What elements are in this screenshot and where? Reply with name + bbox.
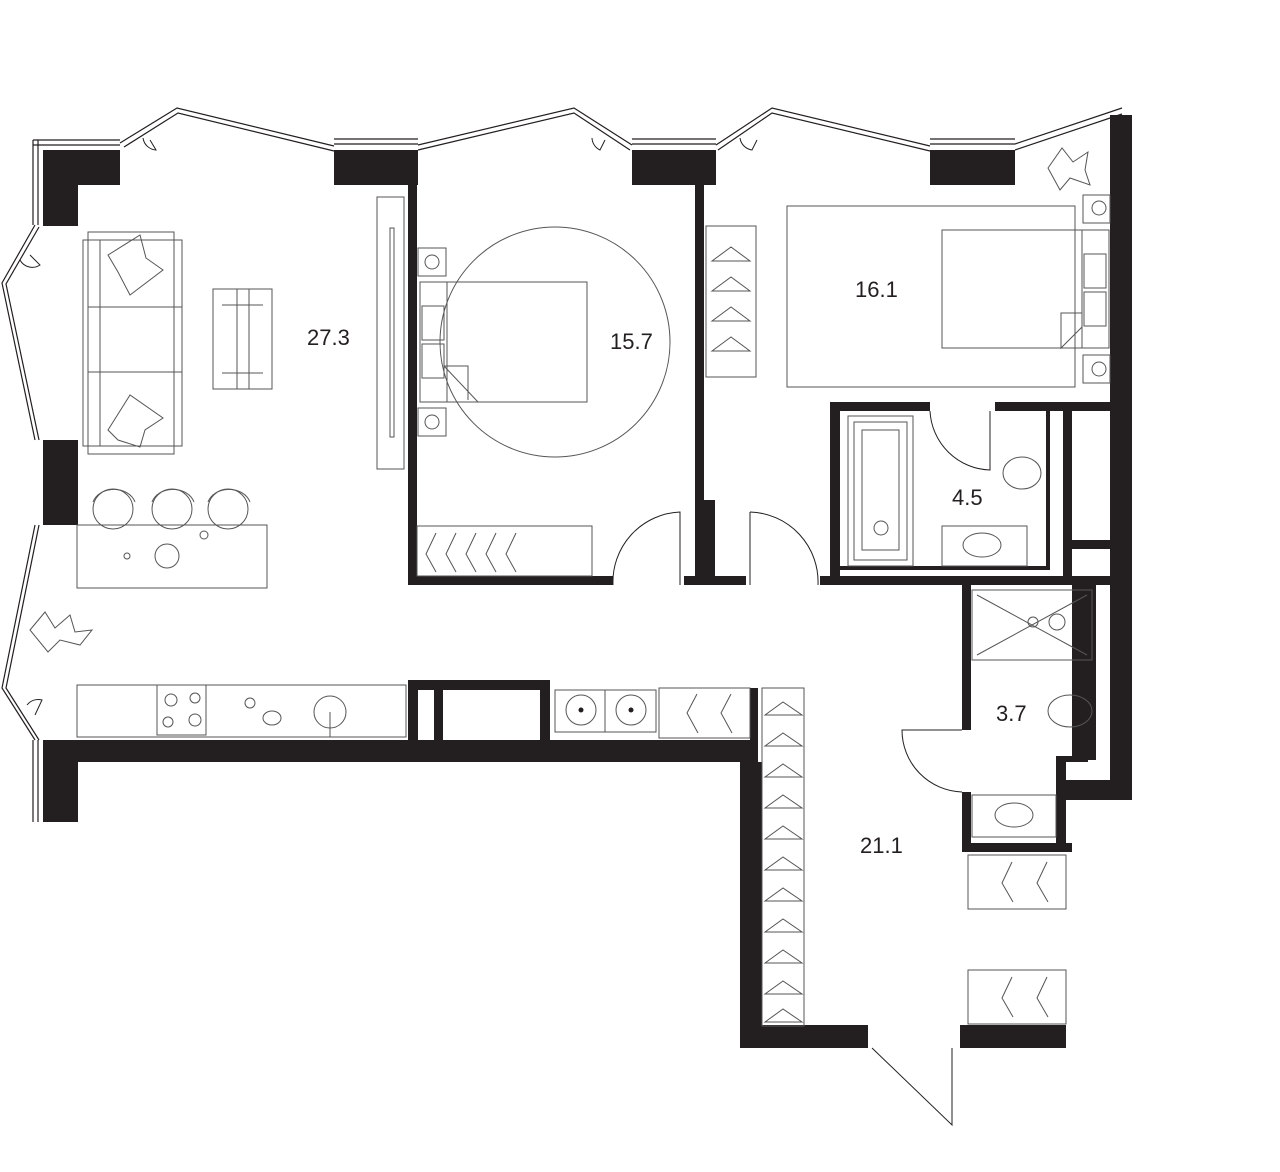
sofa xyxy=(82,231,183,455)
bedroom-2: 16.1 xyxy=(705,147,1111,388)
walls xyxy=(43,115,1132,1048)
hallway: 21.1 xyxy=(554,687,1067,1027)
room-area-hallway: 21.1 xyxy=(860,833,903,858)
kitchen-island xyxy=(76,524,268,589)
bedroom-1: 15.7 xyxy=(416,226,671,577)
wardrobe xyxy=(705,225,757,378)
doors xyxy=(612,410,991,1127)
plant-icon xyxy=(29,611,94,653)
door-bathroom-2 xyxy=(901,729,963,793)
coffee-table xyxy=(212,288,273,390)
door-bedroom-1 xyxy=(612,511,681,586)
wardrobe xyxy=(416,525,593,577)
kitchen-counter xyxy=(76,684,407,738)
tv-console xyxy=(376,196,405,470)
door-bathroom-1 xyxy=(929,410,991,471)
room-area-living: 27.3 xyxy=(307,325,350,350)
bar-stools xyxy=(92,488,251,530)
door-bedroom-2 xyxy=(749,511,819,586)
room-area-bathroom-1: 4.5 xyxy=(952,485,983,510)
wardrobe xyxy=(658,687,1067,1027)
living-room: 27.3 xyxy=(29,196,407,738)
room-area-bedroom-2: 16.1 xyxy=(855,277,898,302)
windows xyxy=(1,107,1123,822)
bathroom-2: 3.7 xyxy=(971,589,1093,838)
plant-icon xyxy=(1047,147,1091,191)
entrance-door xyxy=(871,1047,953,1127)
bathroom-1: 4.5 xyxy=(847,415,1042,567)
room-area-bathroom-2: 3.7 xyxy=(996,701,1027,726)
room-area-bedroom-1: 15.7 xyxy=(610,329,653,354)
washer-dryer xyxy=(554,689,657,733)
